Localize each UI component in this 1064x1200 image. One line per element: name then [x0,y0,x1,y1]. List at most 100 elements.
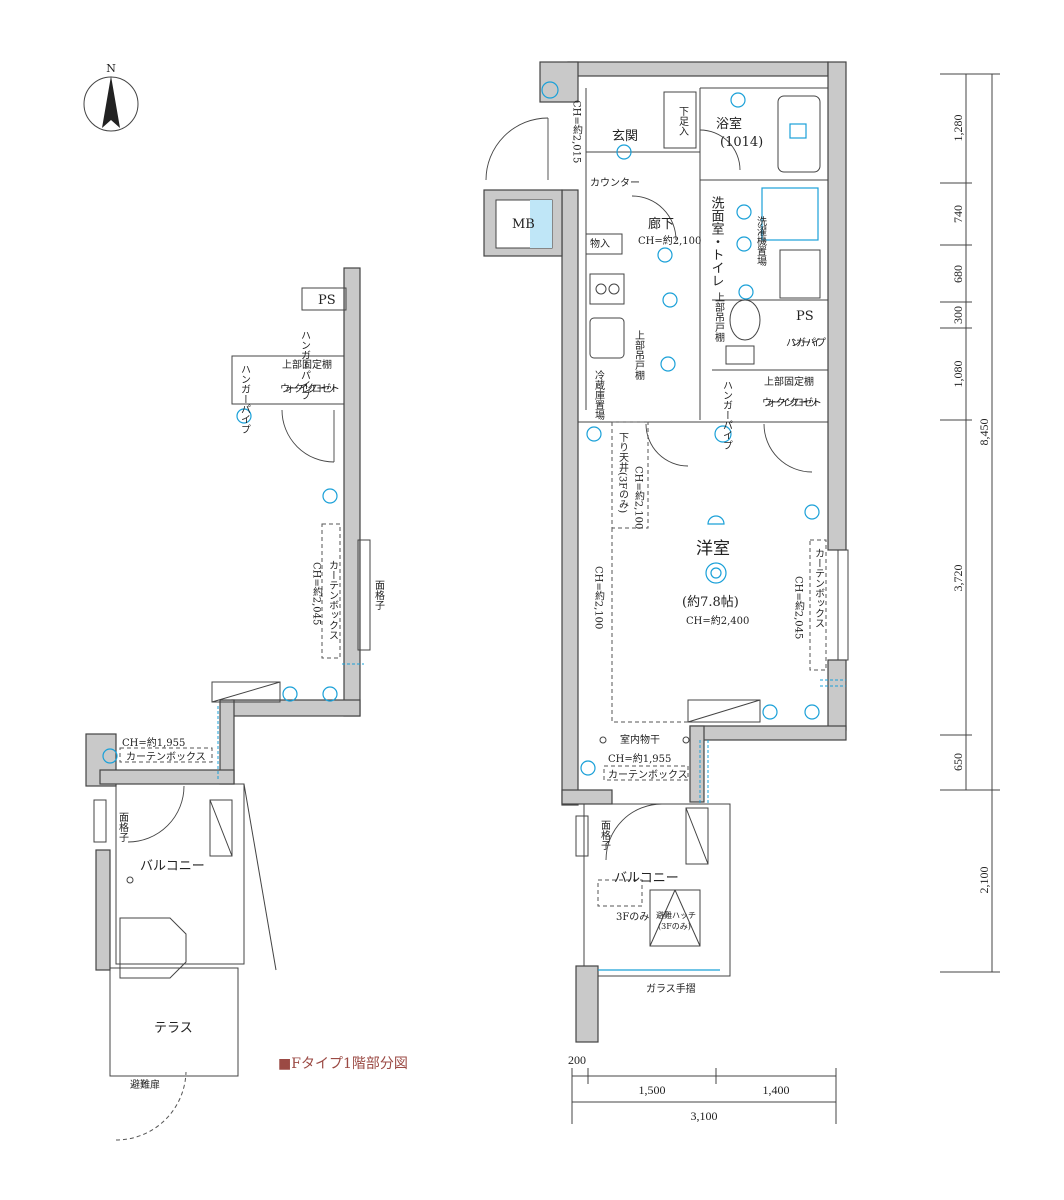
balcony-meter-box [685,807,709,865]
indoor-drying-label: 室内物干 [620,733,660,746]
bath-control-icon [789,123,807,139]
room-western-size: (約7.8帖) [682,595,739,610]
dim-right-3: 680 [951,265,965,283]
curtain-box-bottom [603,765,689,781]
shoe-cabinet [663,91,697,149]
upper-cabinet-label: 上部吊戸棚 [713,292,725,343]
lowered-ceiling-label: 下り天井(3Fのみ) [617,432,629,513]
fridge-space-label: 冷蔵庫置場 [593,369,605,421]
dim-bottom-2: 1,400 [763,1083,790,1097]
partial-plan-labels: PS ハンガーパイプ ハンガーパイプ 上部固定棚 ウォークインクローゼット カー… [117,293,408,1091]
third-floor-zone [597,879,643,907]
light-wash-icon [736,204,752,220]
main-plan-doors [485,117,813,861]
light-toilet-icon [738,284,754,300]
wall-bottom-right [689,725,847,741]
partial-plan-walls [85,267,371,1141]
room-bath-size: (1014) [720,135,763,150]
wall-top [567,61,829,77]
left-wall-bottom [99,769,235,785]
main-plan-labels: 玄関 下足入 浴室 (1014) 廊下 CH=約2,100 物入 MB 洗面室・… [512,100,826,995]
left-outlet-3-icon [322,686,338,702]
escape-hatch-label: 避難ハッチ [656,910,696,920]
left-ac-unit [211,681,281,703]
left-ps-box [301,287,347,311]
balcony-meter-diag [685,807,709,865]
left-curtain-box-label: カーテンボックス [126,751,206,763]
balcony-window [575,815,589,857]
balcony-door-swing [605,803,663,861]
light-hall-3-icon [660,356,676,372]
compass-north-label: N [106,62,116,75]
mb-shaft [530,200,552,248]
left-curtain-box-h [119,747,213,763]
main-plan-fixtures [541,81,846,971]
upper-cabinet-label-2: 上部吊戸棚 [633,330,645,381]
washer-space-label: 洗濯機置場 [755,216,767,267]
room-entrance: 玄関 [612,129,638,144]
burner-right-icon [608,283,620,295]
ac-outdoor-unit [687,699,761,723]
left-terrace-frame [109,967,239,1077]
room-mb: MB [512,217,535,232]
compass: N [83,62,139,132]
sink-icon [589,317,625,359]
left-outlet-1-icon [322,488,338,504]
front-door-swing [485,117,549,181]
dim-right-6: 3,720 [951,565,965,592]
left-tv-outlet-icon [236,408,252,424]
dim-right-total: 8,450 [977,419,991,446]
left-walkin-closet-label: ウォークインクローゼット [280,383,340,395]
wall-right-lower [827,659,847,731]
left-outlet-2-icon [282,686,298,702]
dimensions-bottom: 200 1,500 1,400 3,100 [568,1053,837,1124]
ch-2100-left: CH=約2,100 [593,566,605,629]
escape-hatch-diag-1 [649,889,676,947]
lowered-ceiling-ch: CH=約2,100 [633,466,645,529]
left-terrace-label: テラス [154,1021,193,1036]
left-curtain-box-v-label: カーテンボックス [327,560,339,640]
third-floor-label: 3Fのみ [616,912,649,923]
curtain-box-right [809,539,827,671]
left-meter-diag [209,799,233,857]
outlet-right-2-icon [804,704,820,720]
hanger-pipe-label: ハンガーパイプ [786,337,826,349]
hallway-ch: CH=約2,100 [638,234,701,247]
lowered-ceiling-zone [611,421,649,529]
storage-box [585,233,623,255]
ch-1955-label: CH=約1,955 [608,752,671,765]
bath-door-swing [699,129,741,171]
left-ac-outdoor-unit [119,917,187,979]
outlet-right-1-icon [804,504,820,520]
light-hall-2-icon [662,292,678,308]
dim-right-2: 740 [951,205,965,223]
drying-hook-right-icon [682,736,690,744]
wall-right-upper [827,61,847,551]
light-entrance-icon [616,144,632,160]
room-balcony: バルコニー [614,871,679,886]
north-arrow-icon [102,76,120,128]
left-balcony-door-swing [127,785,185,843]
room-western: 洋室 [696,539,730,559]
curtain-box-v-label: カーテンボックス [813,548,825,628]
dim-right-5: 1,080 [951,361,965,388]
left-upper-shelf-label: 上部固定棚 [282,358,332,371]
light-hall-1-icon [657,247,673,263]
counter-label: カウンター [590,177,640,189]
left-hanger-pipe-label-2: ハンガーパイプ [239,364,251,434]
dim-right-4: 300 [951,306,965,324]
walkin-closet-label: ウォークインクローゼット [762,397,822,409]
left-ch-1955-label: CH=約1,955 [122,736,185,749]
dim-bottom-1: 1,500 [639,1083,666,1097]
dimensions-right: 1,280 740 680 300 1,080 3,720 650 2,100 … [940,73,1000,973]
toilet-icon [729,299,761,341]
room-ceiling-zone [611,528,690,723]
wall-left-top [539,61,579,103]
dim-right-1: 1,280 [951,115,965,142]
intercom-icon [541,81,559,99]
toilet-tank [725,345,755,365]
ac-outdoor-diag [687,699,761,723]
left-hook-icon [126,876,134,884]
wall-left [561,189,579,806]
